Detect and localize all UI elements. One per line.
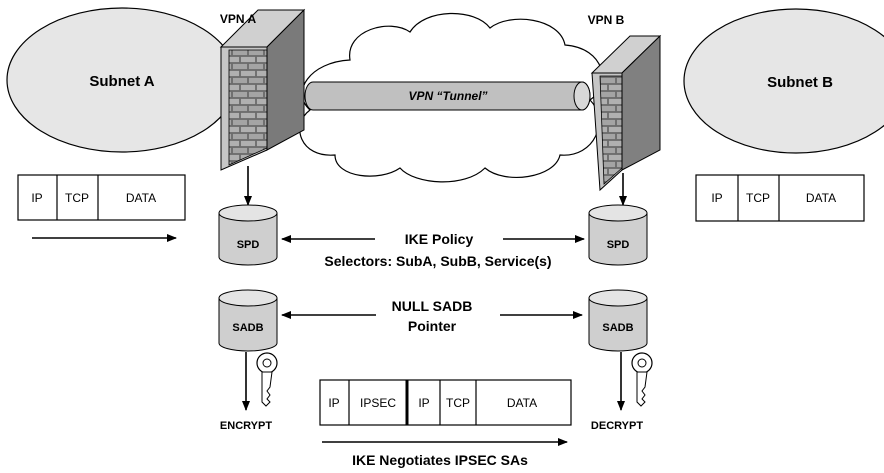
sadb-a-database: SADB [218, 289, 278, 352]
vpn-b-label: VPN B [588, 13, 625, 27]
sadb-a-label: SADB [232, 322, 263, 334]
ike-policy-label: IKE Policy [405, 231, 474, 247]
ike-negotiates-label: IKE Negotiates IPSEC SAs [352, 452, 528, 468]
packet-right-ip: IP [711, 191, 722, 205]
vpn-tunnel: VPN “Tunnel” [304, 81, 591, 111]
spd-b-label: SPD [607, 239, 630, 251]
ike-policy-selectors-label: Selectors: SubA, SubB, Service(s) [324, 253, 551, 269]
spd-a-label: SPD [237, 239, 260, 251]
decrypt-label: DECRYPT [591, 420, 643, 432]
packet-left-data: DATA [126, 191, 156, 205]
subnet-a: Subnet A [6, 7, 238, 153]
packet-left-ip: IP [31, 191, 42, 205]
packet-ipsec-data: DATA [507, 396, 537, 410]
packet-ipsec-inner-ip: IP [418, 396, 429, 410]
packet-ipsec-outer-ip: IP [328, 396, 339, 410]
key-icon [631, 352, 653, 407]
subnet-b: Subnet B [683, 8, 884, 154]
subnet-b-label: Subnet B [767, 74, 833, 91]
sadb-b-database: SADB [588, 289, 648, 352]
sadb-b-label: SADB [602, 322, 633, 334]
firewall-vpn-b [590, 34, 662, 192]
packet-ipsec: IP IPSEC IP TCP DATA [319, 379, 572, 426]
packet-left: IP TCP DATA [17, 174, 186, 221]
packet-right: IP TCP DATA [695, 174, 865, 222]
vpn-a-label: VPN A [220, 12, 257, 26]
packet-ipsec-tcp: TCP [446, 396, 470, 410]
spd-a-database: SPD [218, 204, 278, 266]
packet-ipsec-header: IPSEC [360, 396, 396, 410]
firewall-vpn-a [219, 8, 306, 171]
null-sadb-label: NULL SADB [392, 298, 473, 314]
null-sadb-pointer-label: Pointer [408, 318, 457, 334]
packet-right-data: DATA [806, 191, 836, 205]
spd-b-database: SPD [588, 204, 648, 266]
subnet-a-label: Subnet A [89, 73, 154, 90]
tunnel-label: VPN “Tunnel” [408, 89, 487, 103]
encrypt-label: ENCRYPT [220, 420, 272, 432]
key-icon [256, 352, 278, 407]
packet-left-tcp: TCP [65, 191, 89, 205]
packet-right-tcp: TCP [746, 191, 770, 205]
